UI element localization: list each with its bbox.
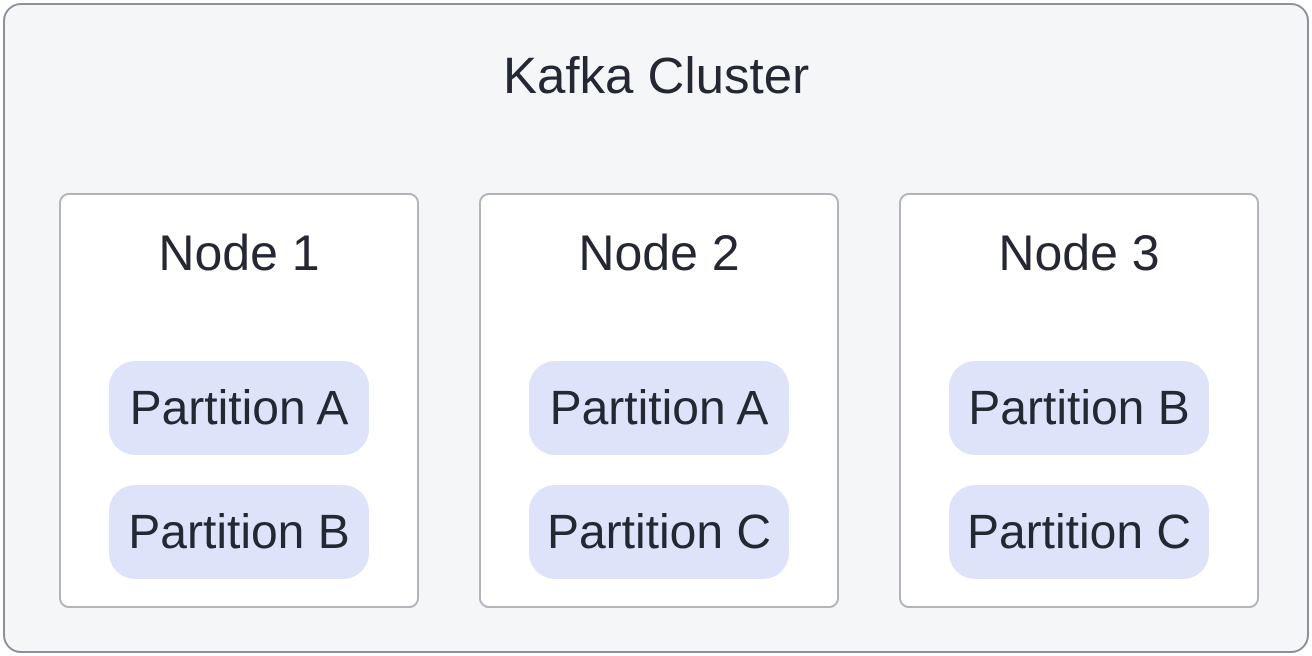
partition-pill-b: Partition B: [109, 485, 369, 579]
partition-pill-c: Partition C: [529, 485, 789, 579]
nodes-row: Node 1 Partition A Partition B Node 2 Pa…: [59, 193, 1259, 608]
kafka-cluster-panel: Kafka Cluster Node 1 Partition A Partiti…: [3, 3, 1309, 653]
partition-list: Partition A Partition C: [529, 361, 789, 579]
partition-pill-a: Partition A: [529, 361, 789, 455]
partition-pill-b: Partition B: [949, 361, 1209, 455]
partition-pill-a: Partition A: [109, 361, 369, 455]
node-card-2: Node 2 Partition A Partition C: [479, 193, 839, 608]
partition-list: Partition A Partition B: [109, 361, 369, 579]
node-title: Node 2: [578, 225, 740, 281]
node-card-3: Node 3 Partition B Partition C: [899, 193, 1259, 608]
partition-list: Partition B Partition C: [949, 361, 1209, 579]
node-card-1: Node 1 Partition A Partition B: [59, 193, 419, 608]
partition-pill-c: Partition C: [949, 485, 1209, 579]
node-title: Node 3: [998, 225, 1160, 281]
cluster-title: Kafka Cluster: [502, 47, 810, 104]
node-title: Node 1: [158, 225, 320, 281]
